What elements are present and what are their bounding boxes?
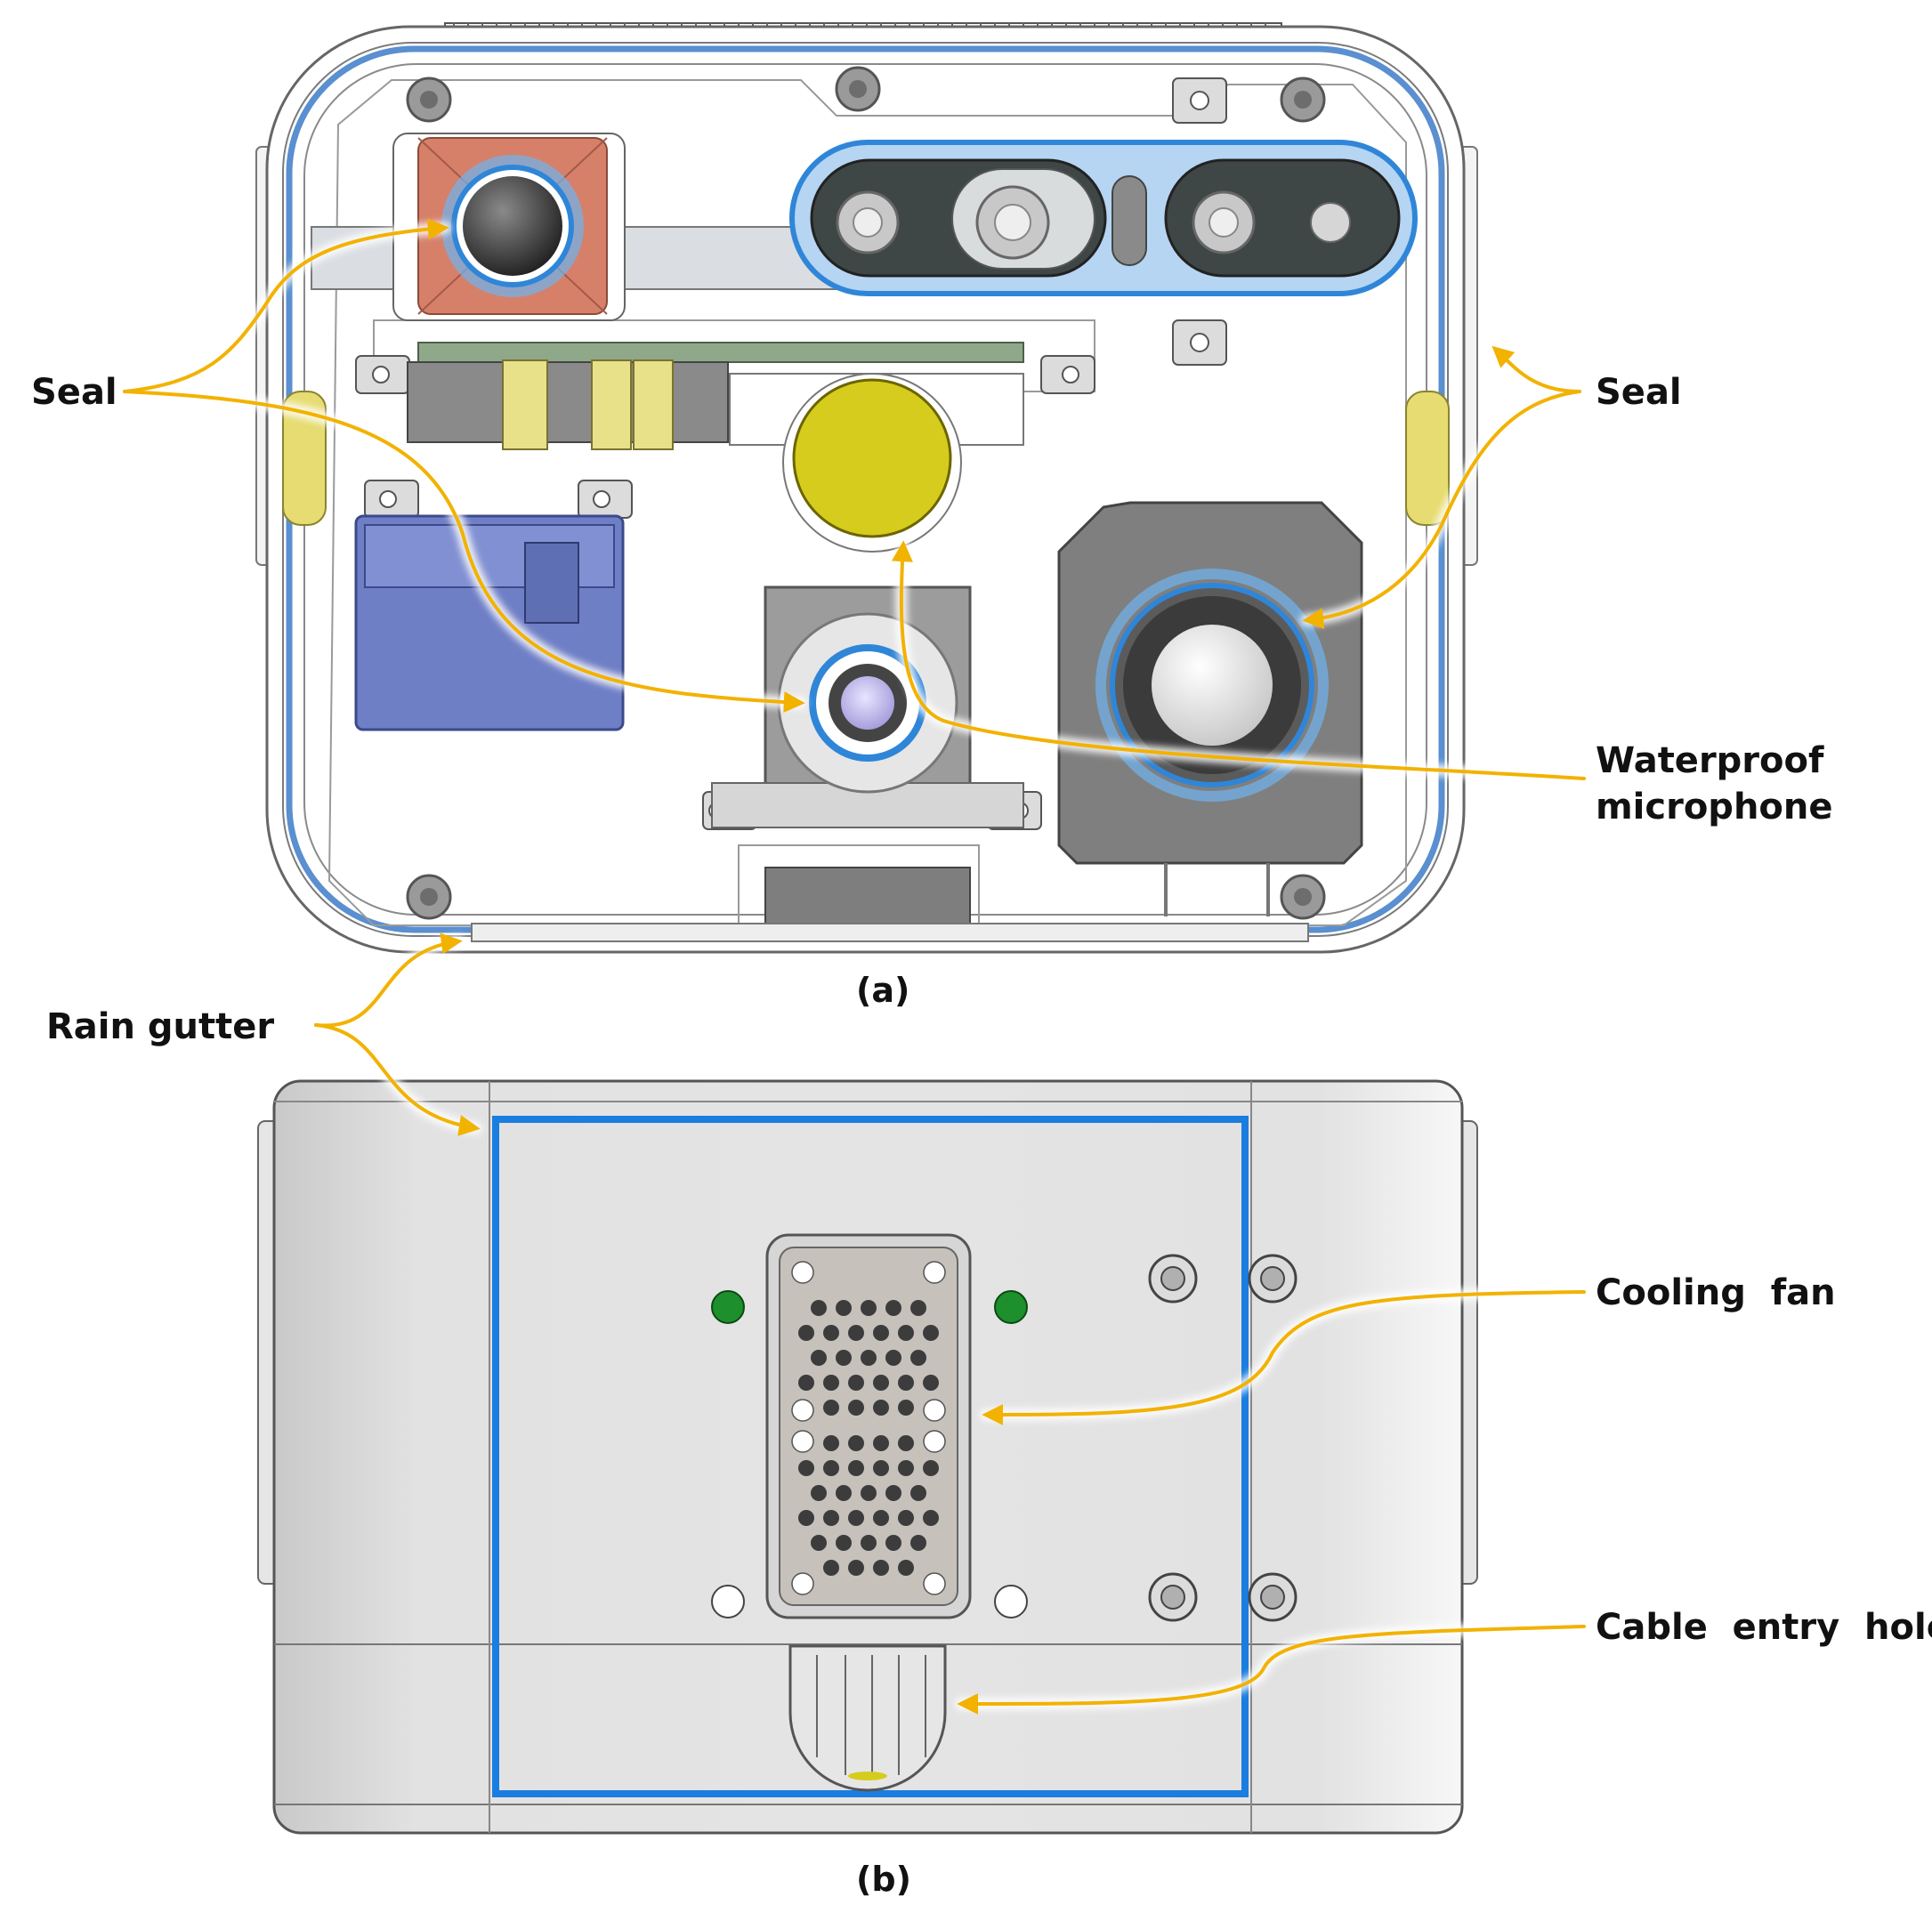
green-led-right <box>994 1290 1028 1324</box>
hex-screws <box>1148 1254 1297 1622</box>
label-microphone-line2: microphone <box>1596 787 1833 827</box>
microphone-block <box>711 585 1024 926</box>
screw <box>406 77 452 123</box>
screw <box>835 66 881 112</box>
copper-camera-mount <box>392 133 626 321</box>
screw <box>1280 874 1326 920</box>
screw <box>1280 77 1326 123</box>
camera-module-bar <box>789 140 1418 296</box>
panel-a-drawing <box>255 22 1478 954</box>
caption-a: (a) <box>856 971 909 1010</box>
label-cable-entry: Cable entry hole <box>1596 1607 1932 1648</box>
speaker-block <box>1057 501 1363 916</box>
yellow-sensor <box>782 373 962 553</box>
green-led-left <box>711 1290 745 1324</box>
label-rain-gutter: Rain gutter <box>46 1006 274 1047</box>
speaker-center <box>1152 625 1273 746</box>
cooling-fan-grille <box>765 1233 972 1619</box>
screw <box>406 874 452 920</box>
corner-screws <box>406 66 1326 920</box>
callout-arrows <box>118 218 1590 1715</box>
microphone-membrane <box>841 676 894 730</box>
caption-b: (b) <box>856 1860 911 1899</box>
battery-pack <box>354 514 625 731</box>
label-cooling-fan: Cooling fan <box>1596 1272 1836 1313</box>
rain-gutter-channel <box>492 1116 1249 1797</box>
camera-lens <box>463 176 562 276</box>
cable-entry-hole <box>788 1644 947 1792</box>
label-microphone-line1: Waterproof <box>1596 740 1824 781</box>
label-seal-left: Seal <box>31 372 117 413</box>
label-seal-right: Seal <box>1596 372 1682 413</box>
panel-b-drawing <box>257 1079 1478 1835</box>
